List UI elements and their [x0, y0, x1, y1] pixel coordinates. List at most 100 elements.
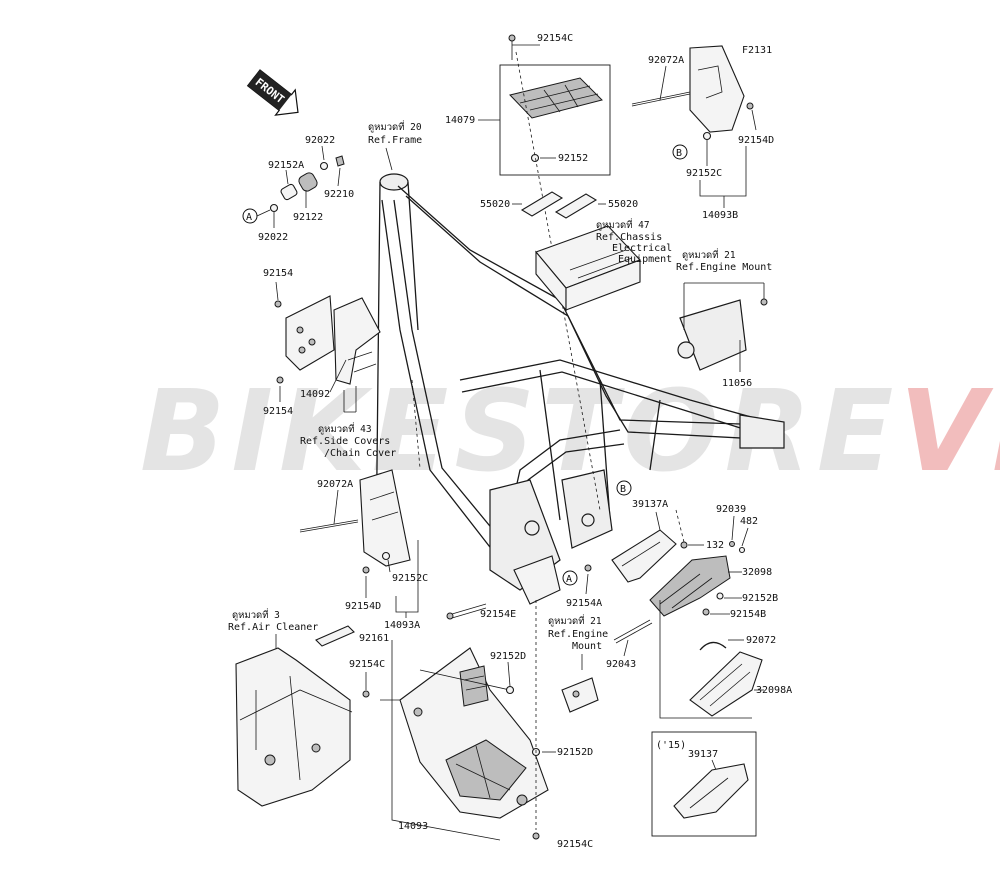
ref-engine-mount-top: ดูหมวดที่ 21 Ref.Engine Mount [676, 248, 772, 330]
grommet-92152d-top [505, 685, 515, 695]
ref-side-covers: ดูหมวดที่ 43 Ref.Side Covers /Chain Cove… [300, 422, 396, 459]
label-92152c-top: 92152C [686, 168, 722, 179]
bolt-92154c-top [508, 34, 516, 42]
label-92154d-top: 92154D [738, 135, 774, 146]
label-92161: 92161 [359, 633, 389, 644]
bolt-92154-top [274, 300, 282, 308]
washer-92022-bottom [269, 203, 279, 213]
ref-frame: ดูหมวดที่ 20 Ref.Frame [368, 120, 422, 171]
label-92072a-left: 92072A [317, 479, 353, 490]
label-92152a: 92152A [268, 160, 304, 171]
svg-text:B: B [620, 484, 626, 495]
svg-text:Ref.Chassis: Ref.Chassis [596, 232, 662, 243]
battery [535, 225, 641, 312]
pad-92161 [315, 625, 355, 647]
bolt-92154c-mid [362, 690, 370, 698]
part-482 [738, 546, 746, 554]
air-cleaner-housing [235, 647, 353, 807]
svg-text:/Chain Cover: /Chain Cover [324, 448, 396, 459]
svg-text:Ref.Engine: Ref.Engine [548, 629, 608, 640]
label-variant-15: ('15) [656, 740, 686, 751]
rod-92072a-top [631, 91, 691, 105]
skid-plate-14093 [399, 647, 549, 819]
bracket-14092 [285, 295, 381, 385]
label-14093a: 14093A [384, 620, 420, 631]
label-92072: 92072 [746, 635, 776, 646]
chain-slider-32098 [649, 555, 731, 617]
grommet-92152c-left [381, 551, 391, 561]
svg-text:ดูหมวดที่ 47: ดูหมวดที่ 47 [596, 218, 650, 231]
bolt-132 [680, 541, 688, 549]
label-92122: 92122 [293, 212, 323, 223]
label-92154a: 92154A [566, 598, 602, 609]
chain-slider-32098a [689, 651, 763, 717]
mount-hardware-group [269, 155, 345, 213]
label-92152b: 92152B [742, 593, 778, 604]
watermark-suffix: VN [899, 367, 1000, 497]
grommet-92152 [530, 153, 540, 163]
nut-92039 [729, 541, 735, 547]
svg-text:B: B [676, 148, 682, 159]
label-55020-right: 55020 [608, 199, 638, 210]
svg-text:Ref.Side Covers: Ref.Side Covers [300, 436, 390, 447]
label-92022-bottom: 92022 [258, 232, 288, 243]
label-14093: 14093 [398, 821, 428, 832]
figure-code: F2131 [742, 45, 772, 56]
bolt-92154d-left [362, 566, 370, 574]
label-132: 132 [706, 540, 724, 551]
label-92154-bottom: 92154 [263, 406, 293, 417]
ref-engine-mount-low: ดูหมวดที่ 21 Ref.Engine Mount [548, 614, 608, 670]
nut-92210 [335, 155, 345, 167]
frame-cover-14093a [359, 469, 411, 567]
label-92152d-bottom: 92152D [557, 747, 593, 758]
label-92154c-mid: 92154C [349, 659, 385, 670]
label-92043: 92043 [606, 659, 636, 670]
watermark-main: BIKESTORE [140, 367, 899, 497]
svg-text:Equipment: Equipment [618, 254, 672, 265]
chain-guide-39137 [673, 763, 749, 819]
rod-92072a-left [299, 519, 359, 531]
svg-text:Ref.Engine Mount: Ref.Engine Mount [676, 262, 772, 273]
clip-92072 [699, 641, 727, 651]
svg-text:ดูหมวดที่ 20: ดูหมวดที่ 20 [368, 120, 422, 133]
battery-cover-group-box [499, 64, 611, 176]
label-39137a: 39137A [632, 499, 668, 510]
label-92152d-top: 92152D [490, 651, 526, 662]
label-92154-top: 92154 [263, 268, 293, 279]
label-11056: 11056 [722, 378, 752, 389]
bolt-92154c-bottom [532, 832, 540, 840]
battery-strap-part [509, 77, 603, 119]
label-92154e: 92154E [480, 609, 516, 620]
label-55020-left: 55020 [480, 199, 510, 210]
label-92072a-top: 92072A [648, 55, 684, 66]
svg-text:ดูหมวดที่ 21: ดูหมวดที่ 21 [682, 248, 736, 261]
guide-dash-left [411, 379, 421, 469]
svg-text:ดูหมวดที่ 21: ดูหมวดที่ 21 [548, 614, 602, 627]
label-92154b: 92154B [730, 609, 766, 620]
label-14079: 14079 [445, 115, 475, 126]
collar-92152a [280, 183, 298, 201]
callout-b-frame [616, 480, 632, 496]
label-92154c-bottom: 92154C [557, 839, 593, 850]
label-92152c-left: 92152C [392, 573, 428, 584]
label-92039: 92039 [716, 504, 746, 515]
label-92210: 92210 [324, 189, 354, 200]
bolt-92154e [451, 603, 487, 615]
label-14092: 14092 [300, 389, 330, 400]
label-92154c-top: 92154C [537, 33, 573, 44]
svg-text:Ref.Frame: Ref.Frame [368, 135, 422, 146]
variant-15-box [651, 731, 757, 837]
svg-text:A: A [566, 574, 572, 585]
label-92152: 92152 [558, 153, 588, 164]
label-32098: 32098 [742, 567, 772, 578]
frame-cover-14093b [689, 45, 745, 133]
ref-chassis-electrical: ดูหมวดที่ 47 Ref.Chassis Electrical Equi… [596, 218, 672, 265]
collar-92152b [716, 592, 724, 600]
bolt-92043 [613, 619, 651, 641]
bolt-92154d-top [746, 102, 754, 110]
pad-55020-left [520, 191, 564, 217]
label-32098a: 32098A [756, 685, 792, 696]
pad-55020-right [554, 193, 598, 219]
